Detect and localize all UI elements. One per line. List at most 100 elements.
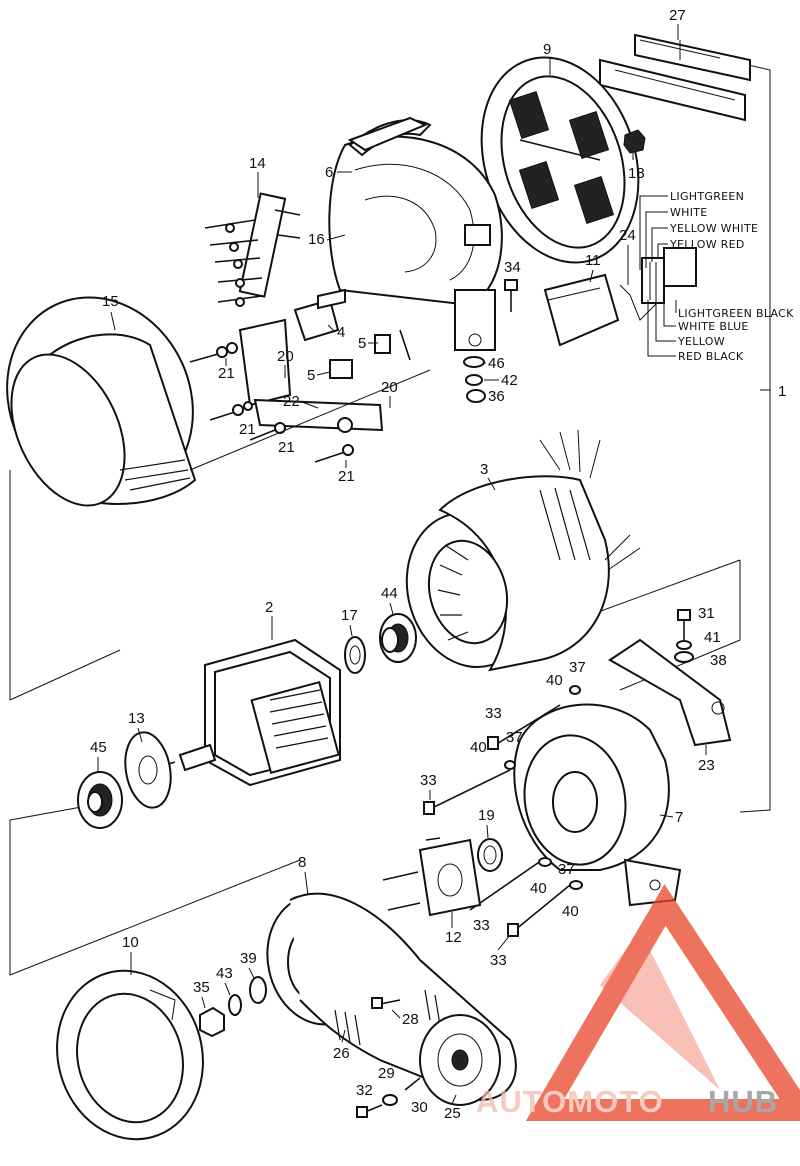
bearing-44 bbox=[379, 613, 417, 663]
belt-cover-10 bbox=[56, 969, 204, 1141]
watermark-logo: AUTOMOTO HUB bbox=[476, 884, 800, 1121]
wire-label-white-blue: WHITE BLUE bbox=[678, 320, 749, 333]
part-label-15: 15 bbox=[102, 293, 119, 310]
part-label-9: 9 bbox=[543, 41, 551, 58]
part-label-29: 29 bbox=[378, 1065, 395, 1082]
stator-sleeve-15 bbox=[6, 296, 197, 507]
terminal-board-14 bbox=[204, 192, 301, 307]
part-label-30: 30 bbox=[411, 1099, 428, 1116]
wire-label-yellow: YELLOW bbox=[677, 335, 725, 348]
part-label-7: 7 bbox=[675, 809, 683, 826]
part-label-44: 44 bbox=[381, 585, 398, 602]
part-label-33a: 33 bbox=[485, 705, 502, 722]
part-label-21b: 21 bbox=[239, 421, 256, 438]
wire-color-labels: LIGHTGREEN WHITE YELLOW WHITE YELLOW RED… bbox=[669, 190, 794, 363]
part-label-2: 2 bbox=[265, 599, 273, 616]
part-label-25: 25 bbox=[444, 1105, 461, 1122]
part-label-5b: 5 bbox=[307, 367, 315, 384]
part-label-39: 39 bbox=[240, 950, 257, 967]
plate-12 bbox=[382, 837, 482, 917]
part-label-20a: 20 bbox=[277, 348, 294, 365]
part-label-12: 12 bbox=[445, 929, 462, 946]
part-label-33d: 33 bbox=[490, 952, 507, 969]
part-label-41: 41 bbox=[704, 629, 721, 646]
wire-label-lightgreen-black: LIGHTGREEN BLACK bbox=[678, 307, 794, 320]
through-bolts-33 bbox=[423, 685, 583, 937]
part-label-24: 24 bbox=[619, 227, 636, 244]
part-label-11: 11 bbox=[585, 252, 601, 269]
part-label-37a: 37 bbox=[569, 659, 586, 676]
part-label-40d: 40 bbox=[562, 903, 579, 920]
wire-label-white: WHITE bbox=[670, 206, 708, 219]
part-label-20b: 20 bbox=[381, 379, 398, 396]
part-label-38: 38 bbox=[710, 652, 727, 669]
stator-3 bbox=[405, 429, 641, 672]
part-label-40a: 40 bbox=[546, 672, 563, 689]
part-label-45: 45 bbox=[90, 739, 107, 756]
part-label-13: 13 bbox=[128, 710, 145, 727]
cover-11 bbox=[543, 273, 620, 347]
part-label-40c: 40 bbox=[530, 880, 547, 897]
washer-19 bbox=[477, 838, 503, 872]
pulley-25 bbox=[419, 1014, 501, 1106]
bearing-45 bbox=[77, 771, 123, 829]
part-label-36: 36 bbox=[488, 388, 505, 405]
front-cover-7 bbox=[513, 703, 682, 907]
part-label-37c: 37 bbox=[558, 861, 575, 878]
rotor-2 bbox=[149, 638, 341, 787]
part-label-33b: 33 bbox=[420, 772, 437, 789]
wire-label-red-black: RED BLACK bbox=[678, 350, 744, 363]
washer-17 bbox=[344, 636, 366, 674]
part-label-4: 4 bbox=[337, 324, 345, 341]
nut-18 bbox=[623, 129, 646, 154]
part-label-1: 1 bbox=[778, 383, 786, 400]
brush-holder-assembly bbox=[238, 318, 411, 433]
part-label-33c: 33 bbox=[473, 917, 490, 934]
part-label-21c: 21 bbox=[278, 439, 295, 456]
group-outline-lines bbox=[9, 369, 741, 976]
part-label-34: 34 bbox=[504, 259, 521, 276]
part-label-31: 31 bbox=[698, 605, 715, 622]
part-label-21d: 21 bbox=[338, 468, 355, 485]
part-label-17: 17 bbox=[341, 607, 358, 624]
part-label-27: 27 bbox=[669, 7, 686, 24]
part-label-43: 43 bbox=[216, 965, 233, 982]
part-label-35: 35 bbox=[193, 979, 210, 996]
part-number-labels: 27 9 18 6 14 16 34 11 24 15 4 5 5 20 20 … bbox=[90, 7, 786, 1122]
part-label-46: 46 bbox=[488, 355, 505, 372]
bolt-31-washers bbox=[674, 609, 694, 663]
wire-label-lightgreen: LIGHTGREEN bbox=[670, 190, 744, 203]
nut-35-washers bbox=[199, 976, 267, 1038]
part-label-42: 42 bbox=[501, 372, 518, 389]
part-label-3: 3 bbox=[480, 461, 488, 478]
part-label-37b: 37 bbox=[506, 729, 523, 746]
part-label-18: 18 bbox=[628, 165, 645, 182]
label-plate-27 bbox=[599, 33, 751, 122]
part-label-23: 23 bbox=[698, 757, 715, 774]
part-label-10: 10 bbox=[122, 934, 139, 951]
part-label-8: 8 bbox=[298, 854, 306, 871]
end-housing-6 bbox=[328, 119, 503, 351]
bolt-34-washers bbox=[463, 279, 518, 403]
part-label-6: 6 bbox=[325, 164, 333, 181]
bracket-4 bbox=[293, 288, 346, 342]
part-label-16: 16 bbox=[308, 231, 325, 248]
bracket-23 bbox=[608, 638, 732, 747]
screw-set-21 bbox=[189, 342, 354, 463]
part-label-19: 19 bbox=[478, 807, 495, 824]
connector-24 bbox=[619, 247, 697, 321]
wire-label-yellow-white: YELLOW WHITE bbox=[669, 222, 758, 235]
screws-28-32 bbox=[356, 997, 421, 1118]
part-label-5a: 5 bbox=[358, 335, 366, 352]
watermark-auto-text: AUTOMOTO bbox=[476, 1084, 664, 1119]
part-label-14: 14 bbox=[249, 155, 266, 172]
watermark-hub-text: HUB bbox=[708, 1084, 778, 1119]
part-label-32: 32 bbox=[356, 1082, 373, 1099]
plate-13 bbox=[124, 731, 172, 809]
part-label-22: 22 bbox=[283, 393, 300, 410]
wire-label-leaders bbox=[639, 195, 677, 357]
wire-label-yellow-red: YELLOW RED bbox=[669, 238, 745, 251]
part-label-26: 26 bbox=[333, 1045, 350, 1062]
shim-plate bbox=[347, 116, 428, 152]
